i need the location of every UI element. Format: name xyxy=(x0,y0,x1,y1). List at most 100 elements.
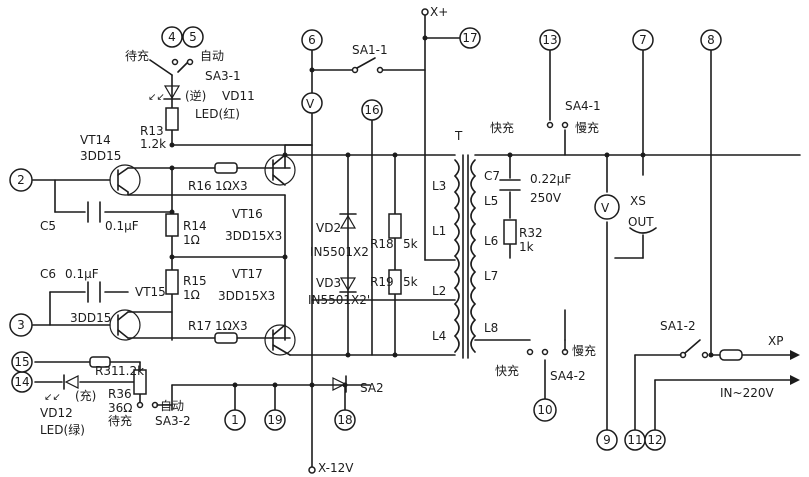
r15-value: 1Ω xyxy=(183,288,200,302)
r32-label: R32 xyxy=(519,226,543,240)
led-vd11: ↙↙ xyxy=(148,85,181,103)
terminal-5: 5 xyxy=(189,30,197,44)
terminal-numbers: 2 3 4 5 6 7 8 9 10 11 12 13 14 15 16 17 … xyxy=(14,30,714,447)
sa3-1-auto: 自动 xyxy=(200,49,224,63)
sa4-2-label: SA4-2 xyxy=(550,369,586,383)
c7-voltage: 250V xyxy=(530,191,562,205)
capacitor-c5 xyxy=(87,201,101,223)
resistor-r36 xyxy=(133,369,147,395)
r36-value: 36Ω xyxy=(108,401,132,415)
vd3-type: IN5501X2' xyxy=(308,293,370,307)
c7-value: 0.22μF xyxy=(530,172,571,186)
sa3-1-standby: 待充 xyxy=(125,48,149,63)
terminal-13: 13 xyxy=(542,33,557,47)
r15-label: R15 xyxy=(183,274,207,288)
terminal-10: 10 xyxy=(537,403,552,417)
resistor-r15 xyxy=(165,269,179,295)
led-red-label: LED(红) xyxy=(195,106,240,121)
vd2-type: IN5501X2 xyxy=(310,245,369,259)
r31-value: 1.2k xyxy=(118,364,144,378)
diode-vd3 xyxy=(339,277,357,293)
xp-label: XP xyxy=(768,334,783,348)
transistor-vt17 xyxy=(264,324,296,356)
resistor-r17 xyxy=(214,332,238,344)
terminal-1: 1 xyxy=(231,413,239,427)
r19-label: R19 xyxy=(370,275,394,289)
r17-label: R17 xyxy=(188,319,212,333)
terminal-19: 19 xyxy=(267,413,282,427)
sa1-2-label: SA1-2 xyxy=(660,319,696,333)
r32-value: 1k xyxy=(519,240,534,254)
l5-label: L5 xyxy=(484,194,498,208)
resistor-r13 xyxy=(165,107,179,131)
out-label: OUT xyxy=(628,215,654,229)
c5-label: C5 xyxy=(40,219,56,233)
l3-label: L3 xyxy=(432,179,446,193)
led-green-label: LED(绿) xyxy=(40,422,85,437)
sa3-2-auto: 自动 xyxy=(160,399,184,413)
vt16-type: 3DD15X3 xyxy=(225,229,282,243)
switch-sa1-2 xyxy=(634,339,709,359)
resistor-r18 xyxy=(388,213,402,239)
terminal-circles xyxy=(9,26,722,451)
xp-arrow-icon xyxy=(790,350,800,385)
c7-label: C7 xyxy=(484,169,500,183)
battery-neg-label: X-12V xyxy=(318,461,354,475)
led-vd12: ↙↙ xyxy=(44,374,79,403)
switch-sa4-1 xyxy=(546,121,569,129)
r18-label: R18 xyxy=(370,237,394,251)
vt14-type: 3DD15 xyxy=(80,149,121,163)
diode-sa2 xyxy=(332,375,347,393)
r18-value: 5k xyxy=(403,237,418,251)
voltmeter-right xyxy=(594,194,620,220)
c6-value: 0.1μF xyxy=(65,267,99,281)
sa1-1-label: SA1-1 xyxy=(352,43,388,57)
battery-pos-label: X+ xyxy=(430,5,448,19)
r19-value: 5k xyxy=(403,275,418,289)
c5-value: 0.1μF xyxy=(105,219,139,233)
switch-sa3-2 xyxy=(136,401,173,409)
resistor-r16 xyxy=(214,162,238,174)
l4-label: L4 xyxy=(432,329,446,343)
vt17-type: 3DD15X3 xyxy=(218,289,275,303)
terminal-3: 3 xyxy=(17,318,25,332)
terminal-6: 6 xyxy=(308,33,316,47)
r14-label: R14 xyxy=(183,219,207,233)
transformer-label: T xyxy=(454,129,463,143)
diode-vd2 xyxy=(339,213,357,229)
switch-sa4-2 xyxy=(526,339,569,356)
r17-value: 1ΩX3 xyxy=(215,319,248,333)
svg-text:↙↙: ↙↙ xyxy=(44,392,61,403)
terminal-18: 18 xyxy=(337,413,352,427)
sa4-2-fast: 快充 xyxy=(495,363,519,378)
r13-value: 1.2k xyxy=(140,137,166,151)
r36-label: R36 xyxy=(108,387,132,401)
sa3-2-standby: 待充 xyxy=(108,413,132,428)
input-voltage-label: IN~220V xyxy=(720,386,774,400)
vt16-label: VT16 xyxy=(232,207,263,221)
sa4-1-slow: 慢充 xyxy=(575,120,599,135)
resistor-r14 xyxy=(165,213,179,237)
wiring xyxy=(32,14,801,471)
terminal-16: 16 xyxy=(364,103,379,117)
battery-neg-terminal xyxy=(308,466,316,474)
vd12-label: VD12 xyxy=(40,406,73,420)
l1-label: L1 xyxy=(432,224,446,238)
junction-dots xyxy=(169,35,714,388)
vt15-label: VT15 xyxy=(135,285,166,299)
resistor-r31 xyxy=(89,356,111,368)
svg-text:↙↙: ↙↙ xyxy=(148,92,165,103)
terminal-12: 12 xyxy=(647,433,662,447)
terminal-8: 8 xyxy=(707,33,715,47)
terminal-7: 7 xyxy=(639,33,647,47)
sa4-1-fast: 快充 xyxy=(490,120,514,135)
r16-value: 1ΩX3 xyxy=(215,179,248,193)
meter-v-right: V xyxy=(601,201,610,215)
vd12-note: (充) xyxy=(75,388,96,403)
transistor-vt16 xyxy=(264,154,296,186)
component-labels: VT14 3DD15 C5 0.1μF C6 0.1μF VT15 3DD15 … xyxy=(40,5,783,475)
sa2-label: SA2 xyxy=(360,381,384,395)
terminal-9: 9 xyxy=(603,433,611,447)
voltmeter-top xyxy=(301,92,323,114)
